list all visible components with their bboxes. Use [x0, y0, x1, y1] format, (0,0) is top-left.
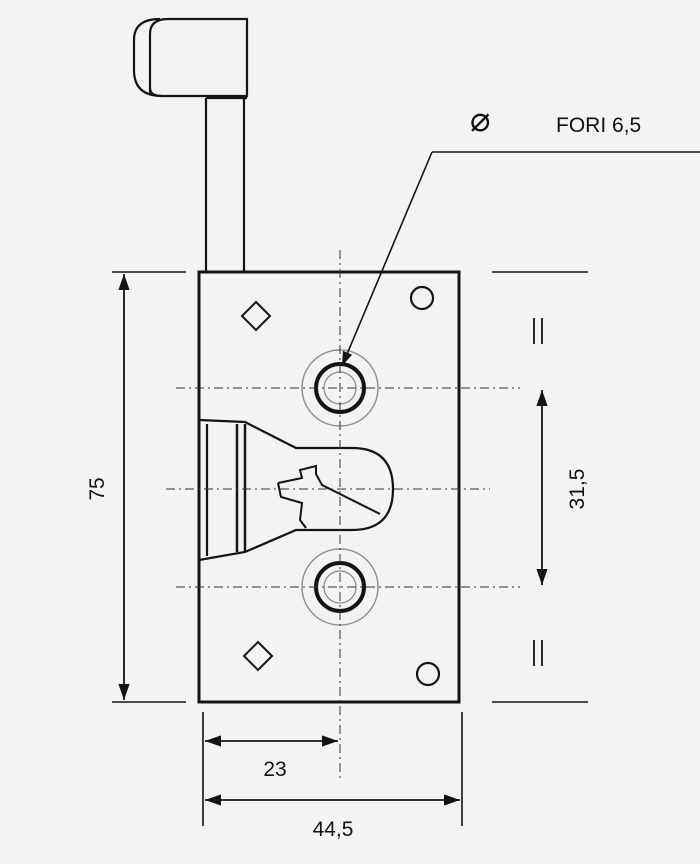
- center-lines: [166, 250, 520, 778]
- dim-center-label: 23: [263, 758, 286, 781]
- corner-hole-top: [409, 285, 435, 311]
- dim-height-label: 75: [86, 477, 109, 500]
- callout-label: FORI 6,5: [556, 114, 641, 137]
- extension-lines: [112, 271, 588, 826]
- plate-body: [197, 270, 461, 704]
- corner-hole-bottom: [415, 661, 441, 687]
- diamond-rivet-bottom: [242, 640, 274, 672]
- dim-width-label: 44,5: [313, 818, 354, 841]
- equal-marks: [533, 318, 543, 666]
- hole-leader: [341, 151, 700, 367]
- lever-handle: [132, 17, 249, 272]
- dimension-lines: [118, 274, 548, 806]
- corner-holes: [409, 285, 441, 687]
- diamond-rivets: [240, 300, 274, 672]
- diamond-rivet-top: [240, 300, 272, 332]
- diameter-symbol: ⌀: [470, 101, 490, 139]
- latch-slot: [198, 418, 395, 562]
- dim-spacing-label: 31,5: [566, 469, 589, 510]
